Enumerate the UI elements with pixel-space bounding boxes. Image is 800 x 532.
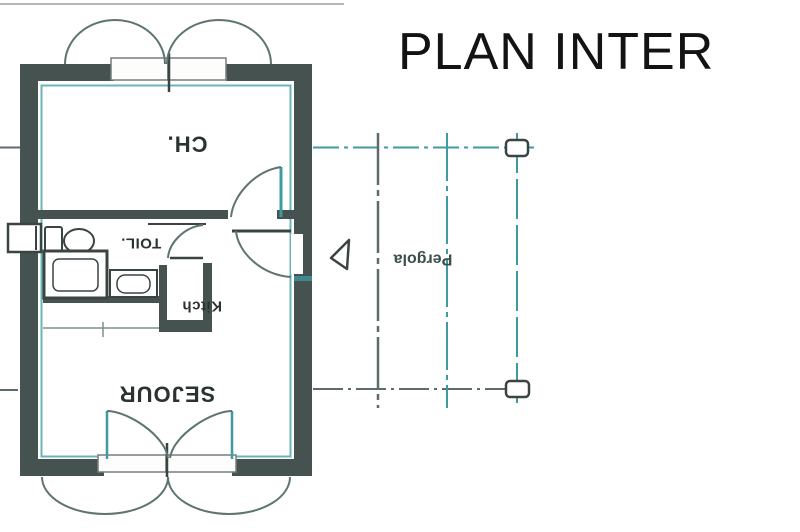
kitchen-wall-left — [159, 265, 167, 332]
living-room-label: SEJOUR — [119, 382, 215, 407]
terrace-shutter-swing-right — [167, 476, 291, 515]
entry-direction-arrow — [329, 238, 351, 271]
plan-title: PLAN INTER — [398, 23, 715, 81]
shutter-swing-left — [64, 19, 166, 65]
wall-left — [20, 64, 38, 476]
shutter-swing-right — [166, 19, 272, 65]
shower-tray-inner — [52, 258, 99, 292]
pergola-grid — [0, 133, 534, 408]
bedroom-door — [230, 166, 283, 218]
wall-top-left — [20, 64, 114, 81]
washbasin-inner — [116, 274, 151, 294]
terrace-swing-inner-left — [106, 410, 169, 459]
wall-top-right — [226, 64, 312, 81]
partition-bedroom-stub — [277, 210, 294, 219]
entry-door — [232, 229, 292, 278]
kitchen-wall-bottom — [159, 320, 212, 332]
kitchen-label: Kitch — [182, 298, 222, 315]
window-leaf-right — [167, 57, 227, 81]
doors — [167, 166, 292, 278]
bathroom-fixtures — [42, 226, 158, 300]
wall-bottom-right — [232, 459, 312, 476]
entry-threshold — [294, 276, 312, 281]
living-room-step-line — [43, 322, 159, 337]
toilet-door — [167, 224, 204, 260]
terrace-leaf-right — [166, 454, 237, 473]
pergola-label: Pergola — [394, 251, 453, 268]
pergola-post-top — [504, 138, 530, 158]
terrace-shutter-swing-left — [41, 476, 169, 515]
partition-bedroom — [38, 210, 228, 219]
toilet-label: TOIL. — [121, 235, 162, 252]
kitchen-wall-right — [203, 263, 212, 332]
bedroom-label: CH. — [167, 132, 208, 157]
window-leaf-left — [110, 57, 169, 81]
toilet-bowl — [63, 228, 95, 254]
wall-vent-box — [6, 222, 43, 254]
pergola-post-bottom — [504, 379, 531, 399]
bedroom-french-window — [64, 19, 272, 92]
wall-bottom-left — [20, 459, 104, 476]
terrace-swing-inner-right — [169, 410, 233, 459]
living-terrace-door — [41, 410, 291, 515]
entry-opening — [291, 234, 303, 274]
